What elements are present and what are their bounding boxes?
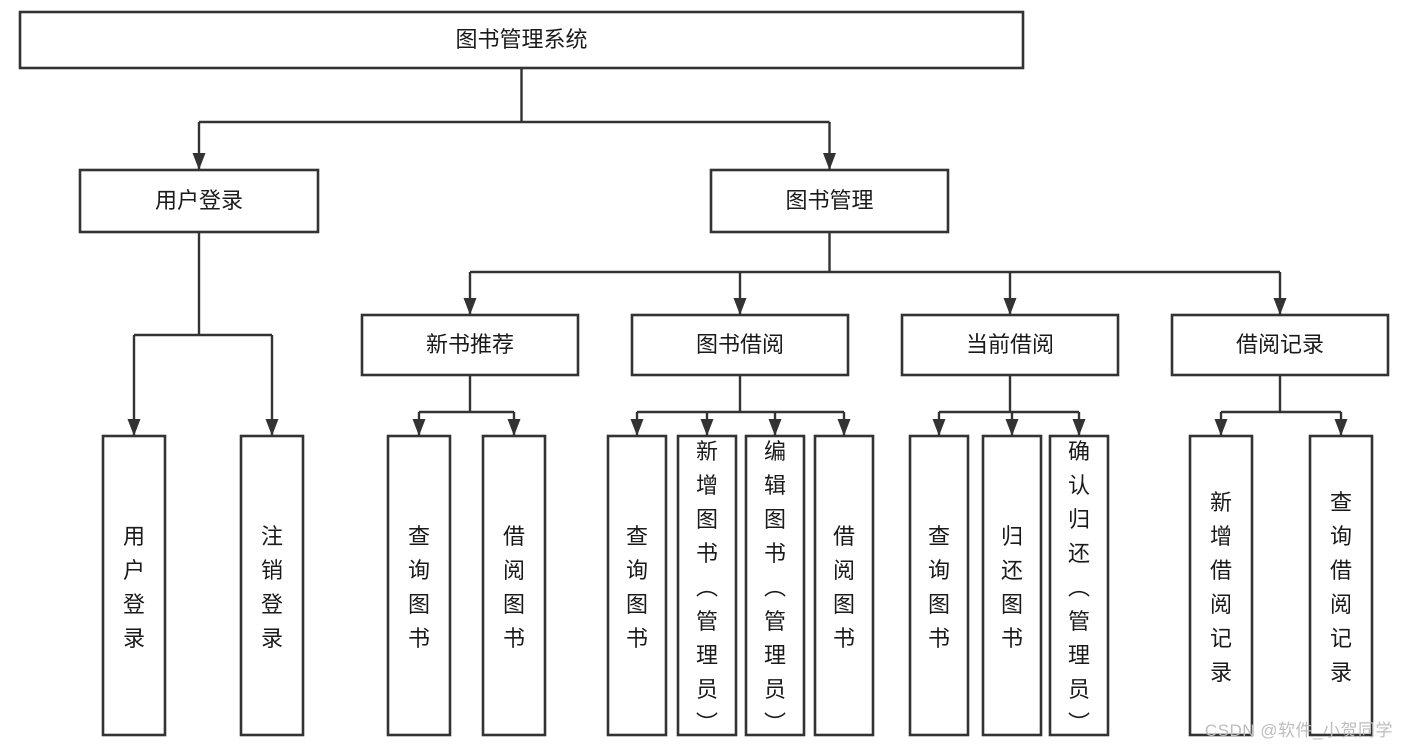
- node-label: 用户登录: [155, 188, 243, 213]
- arrow-head-icon: [412, 419, 426, 436]
- arrow-head-icon: [1003, 298, 1017, 315]
- node-label: 查询借阅记录: [1330, 490, 1352, 685]
- node-l2-book-mgmt[interactable]: 图书管理: [709, 168, 950, 234]
- node-box[interactable]: [360, 313, 580, 377]
- node-leaf-query-book-2[interactable]: 查询图书: [606, 434, 668, 737]
- arrow-head-icon: [823, 153, 836, 170]
- node-leaf-user-login[interactable]: 用户登录: [101, 434, 167, 737]
- node-box[interactable]: [481, 434, 547, 737]
- node-label: 查询图书: [626, 524, 648, 651]
- connector-layer: [127, 68, 1348, 436]
- node-label: 确认归还︵管理员︶: [1068, 439, 1090, 736]
- node-label: 新书推荐: [426, 332, 514, 357]
- node-leaf-query-record[interactable]: 查询借阅记录: [1308, 434, 1374, 737]
- node-leaf-query-book-1[interactable]: 查询图书: [386, 434, 452, 737]
- node-layer: 图书管理系统用户登录图书管理新书推荐图书借阅当前借阅借阅记录用户登录注销登录查询…: [18, 10, 1390, 737]
- node-box[interactable]: [18, 10, 1025, 70]
- node-label: 归还图书: [1001, 524, 1023, 651]
- arrow-head-icon: [733, 298, 747, 315]
- watermark-text: CSDN @软件_小贺同学: [1204, 721, 1393, 740]
- node-label: 借阅图书: [833, 524, 855, 651]
- node-l3-borrow-record[interactable]: 借阅记录: [1170, 313, 1390, 377]
- node-box[interactable]: [78, 168, 320, 234]
- arrow-head-icon: [127, 419, 141, 436]
- node-box[interactable]: [1170, 313, 1390, 377]
- node-label: 借阅记录: [1236, 332, 1324, 357]
- node-box[interactable]: [1048, 434, 1110, 737]
- node-box[interactable]: [709, 168, 950, 234]
- node-l3-current-borrow[interactable]: 当前借阅: [900, 313, 1120, 377]
- node-label: 借阅图书: [503, 524, 525, 651]
- node-box[interactable]: [101, 434, 167, 737]
- node-box[interactable]: [606, 434, 668, 737]
- arrow-head-icon: [700, 419, 714, 436]
- node-box[interactable]: [744, 434, 806, 737]
- node-leaf-return-book[interactable]: 归还图书: [981, 434, 1043, 737]
- node-leaf-add-record[interactable]: 新增借阅记录: [1188, 434, 1254, 737]
- node-label: 用户登录: [123, 524, 145, 651]
- node-label: 注销登录: [261, 524, 283, 651]
- node-leaf-confirm-return-admin[interactable]: 确认归还︵管理员︶: [1048, 434, 1110, 737]
- node-leaf-logout[interactable]: 注销登录: [239, 434, 305, 737]
- node-box[interactable]: [386, 434, 452, 737]
- node-l2-user-login[interactable]: 用户登录: [78, 168, 320, 234]
- node-l3-new-book-rec[interactable]: 新书推荐: [360, 313, 580, 377]
- node-leaf-query-book-3[interactable]: 查询图书: [908, 434, 970, 737]
- arrow-head-icon: [932, 419, 946, 436]
- node-label: 当前借阅: [966, 332, 1054, 357]
- arrow-head-icon: [265, 419, 279, 436]
- arrow-head-icon: [463, 298, 477, 315]
- node-label: 图书管理: [785, 188, 873, 213]
- node-label: 新增图书︵管理员︶: [696, 439, 718, 736]
- arrow-head-icon: [1334, 419, 1348, 436]
- node-box[interactable]: [239, 434, 305, 737]
- node-box[interactable]: [908, 434, 970, 737]
- node-label: 图书管理系统: [455, 27, 587, 52]
- node-label: 图书借阅: [696, 332, 784, 357]
- node-leaf-borrow-book-2[interactable]: 借阅图书: [813, 434, 875, 737]
- node-box[interactable]: [1308, 434, 1374, 737]
- node-root[interactable]: 图书管理系统: [18, 10, 1025, 70]
- node-box[interactable]: [630, 313, 850, 377]
- arrow-head-icon: [837, 419, 851, 436]
- node-box[interactable]: [900, 313, 1120, 377]
- node-box[interactable]: [676, 434, 738, 737]
- node-leaf-add-book-admin[interactable]: 新增图书︵管理员︶: [676, 434, 738, 737]
- arrow-head-icon: [630, 419, 644, 436]
- arrow-head-icon: [1214, 419, 1228, 436]
- arrow-head-icon: [1273, 298, 1287, 315]
- node-leaf-borrow-book-1[interactable]: 借阅图书: [481, 434, 547, 737]
- node-label: 查询图书: [928, 524, 950, 651]
- arrow-head-icon: [1072, 419, 1086, 436]
- node-box[interactable]: [981, 434, 1043, 737]
- arrow-head-icon: [192, 153, 206, 170]
- node-label: 新增借阅记录: [1210, 490, 1232, 685]
- node-box[interactable]: [813, 434, 875, 737]
- node-label: 编辑图书︵管理员︶: [764, 439, 786, 736]
- arrow-head-icon: [507, 419, 521, 436]
- node-label: 查询图书: [408, 524, 430, 651]
- node-l3-book-borrow[interactable]: 图书借阅: [630, 313, 850, 377]
- arrow-head-icon: [768, 419, 782, 436]
- arrow-head-icon: [1005, 419, 1019, 436]
- node-leaf-edit-book-admin[interactable]: 编辑图书︵管理员︶: [744, 434, 806, 737]
- node-box[interactable]: [1188, 434, 1254, 737]
